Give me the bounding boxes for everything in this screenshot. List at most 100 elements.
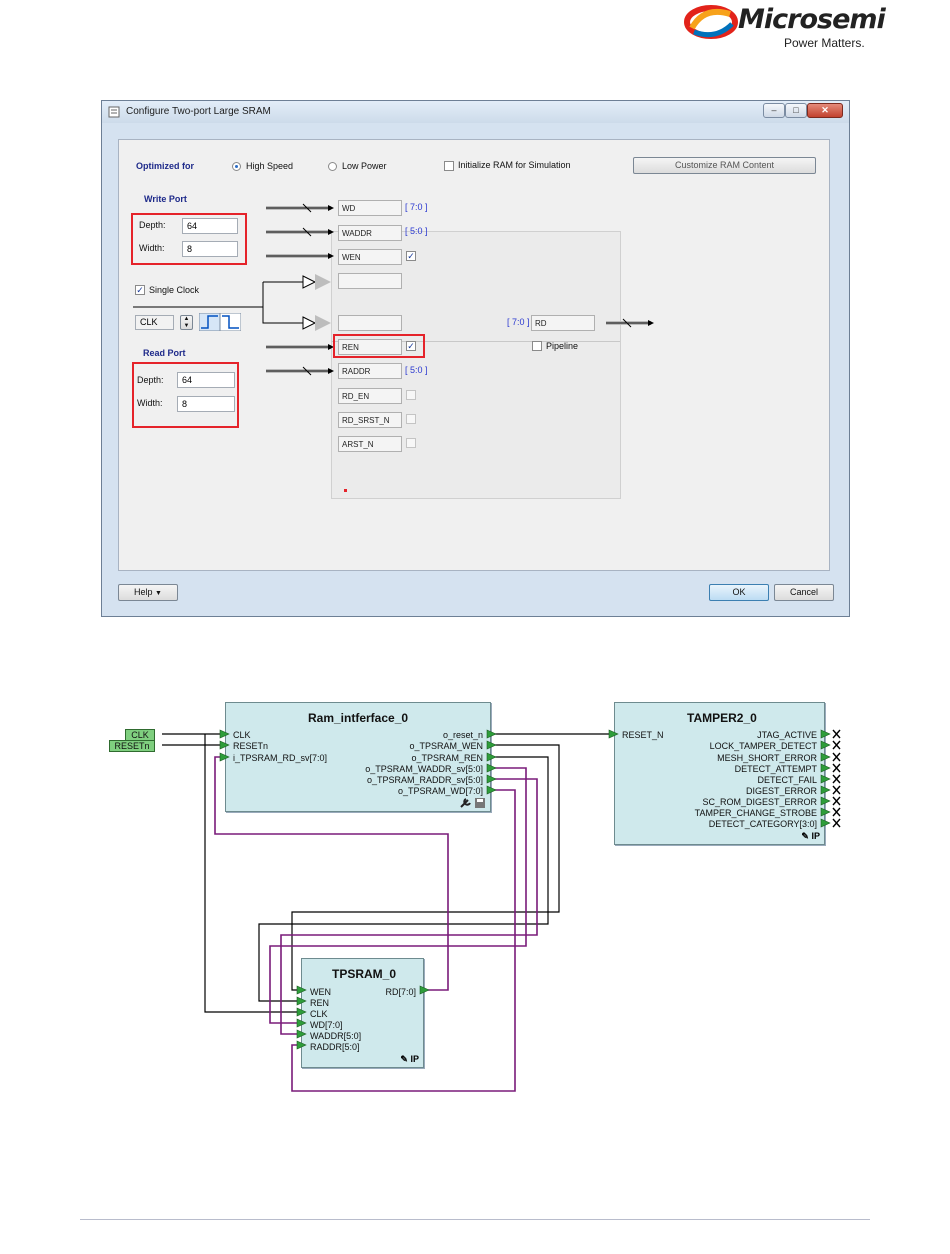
tamper-out-detect-attempt: DETECT_ATTEMPT bbox=[734, 764, 817, 774]
ok-button[interactable]: OK bbox=[709, 584, 769, 601]
tpsram-in-wd: WD[7:0] bbox=[310, 1020, 343, 1030]
write-width-label: Width: bbox=[139, 243, 165, 253]
close-icon[interactable]: ✕ bbox=[807, 103, 843, 118]
high-speed-label: High Speed bbox=[246, 161, 294, 171]
unconnected-x-0 bbox=[832, 729, 841, 739]
tpsram-out-rd: RD[7:0] bbox=[385, 987, 416, 997]
ram-interface-block[interactable]: Ram_intferface_0 CLK RESETn i_TPSRAM_RD_… bbox=[225, 702, 491, 812]
ram-in-clk: CLK bbox=[233, 730, 251, 740]
wrench-disk-icon bbox=[460, 798, 485, 808]
pipeline-checkbox[interactable] bbox=[532, 341, 542, 351]
ram-out-reset-n: o_reset_n bbox=[442, 730, 483, 740]
pin-raddr-range: [ 5:0 ] bbox=[405, 365, 428, 375]
read-port-heading: Read Port bbox=[143, 348, 186, 358]
rd-en-checkbox[interactable] bbox=[406, 390, 416, 400]
pipeline-label: Pipeline bbox=[546, 341, 579, 351]
ram-out-wd: o_TPSRAM_WD[7:0] bbox=[397, 786, 483, 796]
tamper-block[interactable]: TAMPER2_0 RESET_N JTAG_ACTIVE LOCK_TAMPE… bbox=[614, 702, 825, 845]
clk-spinner[interactable]: ▲▼ bbox=[180, 315, 193, 330]
pin-raddr: RADDR bbox=[338, 363, 402, 379]
tamper-out-mesh-short-error: MESH_SHORT_ERROR bbox=[717, 753, 817, 763]
pin-ram-clk bbox=[219, 729, 230, 739]
write-depth-label: Depth: bbox=[139, 220, 166, 230]
input-port-resetn: RESETn bbox=[109, 740, 155, 752]
pin-tpsram-raddr bbox=[296, 1040, 307, 1050]
rd-srst-n-checkbox[interactable] bbox=[406, 414, 416, 424]
pin-tamper-out-7 bbox=[820, 807, 831, 817]
chevron-down-icon: ▼ bbox=[155, 590, 162, 597]
tamper-in-reset-n: RESET_N bbox=[622, 730, 664, 740]
tpsram-in-clk: CLK bbox=[310, 1009, 328, 1019]
pin-wires bbox=[133, 203, 654, 376]
pin-tamper-out-4 bbox=[820, 774, 831, 784]
arst-n-checkbox[interactable] bbox=[406, 438, 416, 448]
pin-wd: WD bbox=[338, 200, 402, 216]
clock-edge-icon[interactable] bbox=[199, 313, 241, 331]
pin-ram-rd bbox=[219, 752, 230, 762]
red-marker-dot bbox=[344, 489, 347, 492]
pin-ram-wen bbox=[486, 740, 497, 750]
pin-clock-a bbox=[338, 273, 402, 289]
init-ram-label: Initialize RAM for Simulation bbox=[458, 160, 571, 170]
single-clock-checkbox[interactable]: ✓ bbox=[135, 285, 145, 295]
pin-tpsram-ren bbox=[296, 996, 307, 1006]
tamper-out-tamper-change-strobe: TAMPER_CHANGE_STROBE bbox=[694, 808, 817, 818]
logo-tagline: Power Matters. bbox=[784, 36, 865, 50]
pin-rd: RD bbox=[531, 315, 595, 331]
app-icon bbox=[108, 106, 120, 118]
ren-checkbox[interactable]: ✓ bbox=[406, 341, 416, 351]
help-button[interactable]: Help ▼ bbox=[118, 584, 178, 601]
write-depth-input[interactable]: 64 bbox=[182, 218, 238, 234]
maximize-icon[interactable]: □ bbox=[785, 103, 807, 118]
read-width-input[interactable]: 8 bbox=[177, 396, 235, 412]
optimized-for-label: Optimized for bbox=[136, 161, 194, 171]
pin-tamper-reset bbox=[608, 729, 619, 739]
pin-rd-en: RD_EN bbox=[338, 388, 402, 404]
pin-tpsram-rd bbox=[419, 985, 430, 995]
unconnected-x-3 bbox=[832, 763, 841, 773]
low-power-radio[interactable] bbox=[328, 162, 337, 171]
ram-out-wen: o_TPSRAM_WEN bbox=[409, 741, 483, 751]
tamper-out-lock-tamper-detect: LOCK_TAMPER_DETECT bbox=[709, 741, 817, 751]
tamper-out-detect-category: DETECT_CATEGORY[3:0] bbox=[708, 819, 817, 829]
init-ram-checkbox[interactable] bbox=[444, 161, 454, 171]
help-button-label: Help bbox=[134, 587, 153, 597]
pin-rd-range: [ 7:0 ] bbox=[507, 317, 530, 327]
unconnected-x-2 bbox=[832, 752, 841, 762]
tpsram-in-waddr: WADDR[5:0] bbox=[310, 1031, 362, 1041]
ram-out-ren: o_TPSRAM_REN bbox=[411, 753, 483, 763]
write-width-input[interactable]: 8 bbox=[182, 241, 238, 257]
pin-waddr-range: [ 5:0 ] bbox=[405, 226, 428, 236]
write-port-highlight bbox=[131, 213, 247, 265]
pin-ram-reset-n bbox=[486, 729, 497, 739]
pin-ram-ren bbox=[486, 752, 497, 762]
minimize-icon[interactable]: – bbox=[763, 103, 785, 118]
pin-tamper-out-6 bbox=[820, 796, 831, 806]
single-clock-label: Single Clock bbox=[149, 285, 200, 295]
pin-wen: WEN bbox=[338, 249, 402, 265]
cancel-button[interactable]: Cancel bbox=[774, 584, 834, 601]
high-speed-radio[interactable] bbox=[232, 162, 241, 171]
clk-input[interactable]: CLK bbox=[135, 315, 174, 330]
tpsram-block[interactable]: TPSRAM_0 WEN REN CLK WD[7:0] WADDR[5:0] … bbox=[301, 958, 424, 1068]
tpsram-in-raddr: RADDR[5:0] bbox=[310, 1042, 360, 1052]
unconnected-x-6 bbox=[832, 796, 841, 806]
read-port-highlight bbox=[132, 362, 239, 428]
dialog-content: Optimized for High Speed Low Power Initi… bbox=[118, 139, 830, 571]
resetn-port-label: RESETn bbox=[114, 741, 150, 751]
tpsram-ip-label: IP bbox=[410, 1054, 419, 1064]
pin-ram-raddr bbox=[486, 774, 497, 784]
pin-tamper-out-0 bbox=[820, 729, 831, 739]
configure-sram-dialog: Configure Two-port Large SRAM – □ ✕ Opti… bbox=[101, 100, 850, 617]
tpsram-title: TPSRAM_0 bbox=[332, 967, 397, 981]
wen-checkbox[interactable]: ✓ bbox=[406, 251, 416, 261]
read-depth-input[interactable]: 64 bbox=[177, 372, 235, 388]
logo-swirl-icon bbox=[684, 5, 738, 39]
tpsram-in-wen: WEN bbox=[310, 987, 331, 997]
customize-ram-button[interactable]: Customize RAM Content bbox=[633, 157, 816, 174]
pin-ram-wd bbox=[486, 785, 497, 795]
pin-tpsram-clk bbox=[296, 1007, 307, 1017]
wrench-icon: ✎ bbox=[801, 831, 809, 841]
